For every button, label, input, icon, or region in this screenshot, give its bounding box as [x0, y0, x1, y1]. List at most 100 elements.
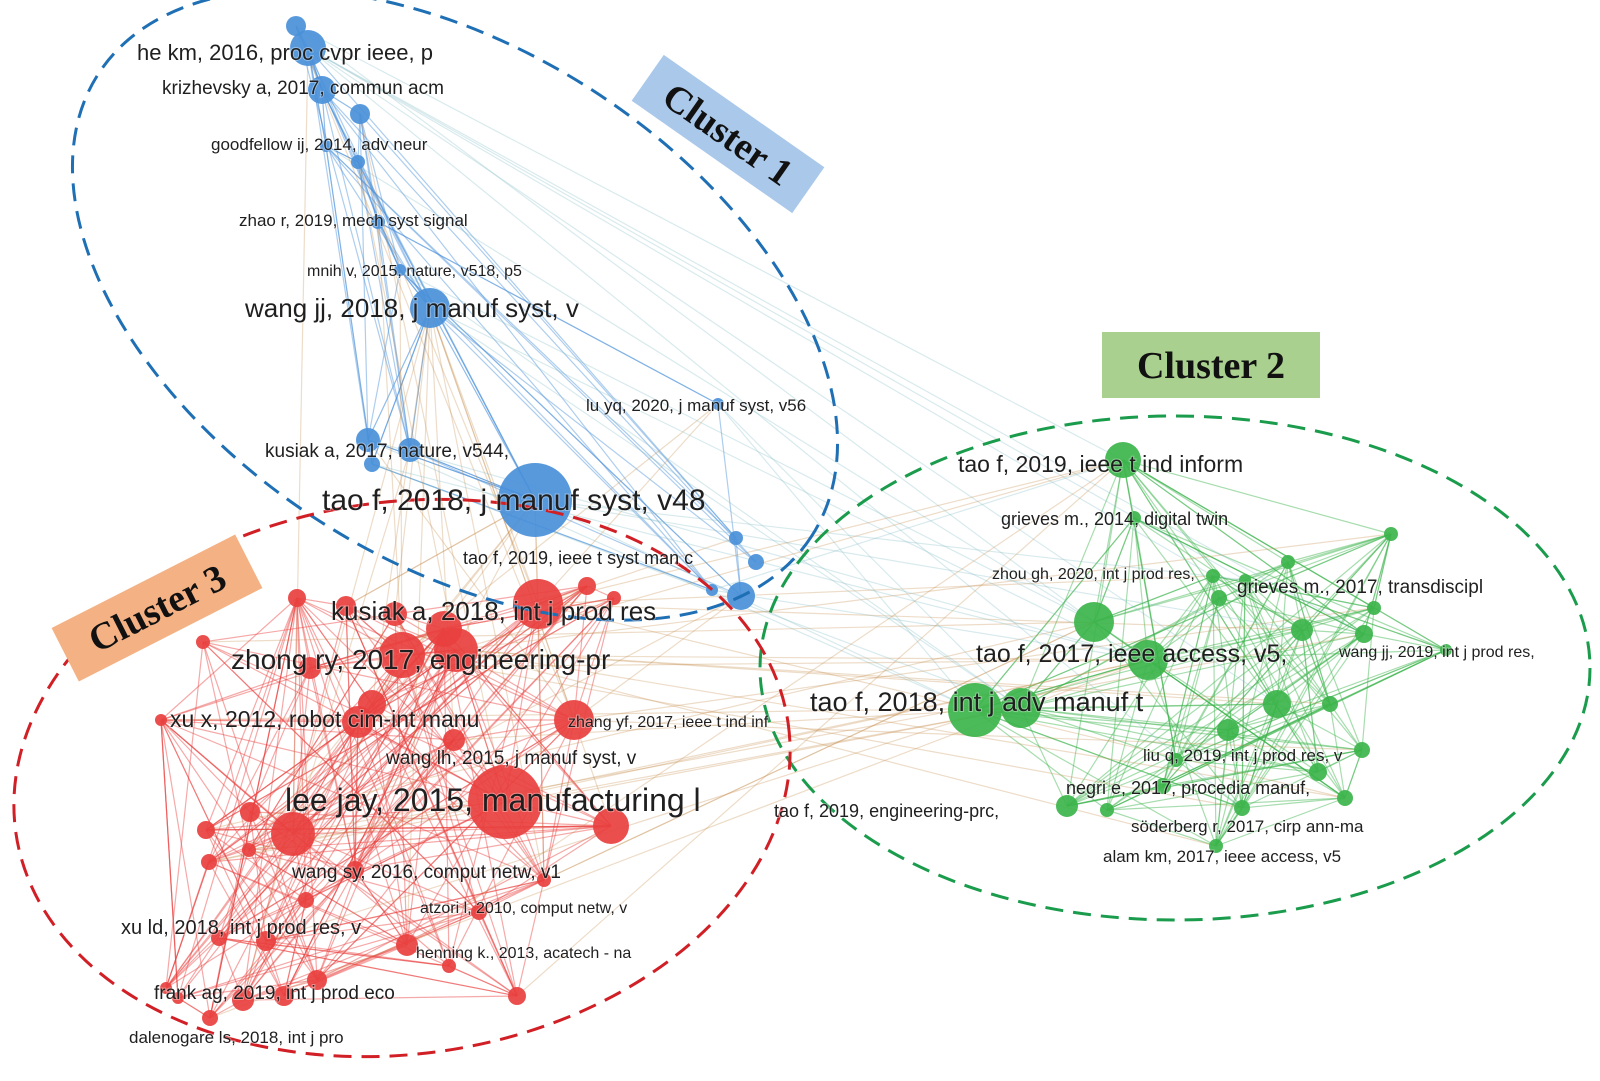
node-label: goodfellow ij, 2014, adv neur [211, 135, 428, 154]
publication-node[interactable] [1105, 442, 1141, 478]
publication-node[interactable] [172, 992, 184, 1004]
publication-node[interactable] [383, 602, 407, 626]
publication-node[interactable] [1217, 719, 1239, 741]
citation-link [218, 719, 575, 939]
publication-node[interactable] [211, 930, 227, 946]
publication-node[interactable] [1281, 555, 1295, 569]
publication-node[interactable] [471, 904, 487, 920]
citation-link [345, 605, 356, 871]
publication-node[interactable] [288, 589, 306, 607]
publication-node[interactable] [351, 155, 365, 169]
publication-node[interactable] [1440, 644, 1452, 656]
publication-node[interactable] [1263, 690, 1291, 718]
citation-link [1212, 575, 1217, 847]
publication-node[interactable] [1155, 778, 1171, 794]
publication-node[interactable] [286, 16, 306, 36]
publication-node[interactable] [498, 463, 572, 537]
publication-node[interactable] [242, 843, 256, 857]
publication-node[interactable] [307, 970, 327, 990]
publication-node[interactable] [202, 1010, 218, 1026]
publication-node[interactable] [1337, 790, 1353, 806]
citation-link [455, 649, 1346, 799]
publication-node[interactable] [371, 215, 385, 229]
publication-node[interactable] [410, 288, 450, 328]
publication-node[interactable] [394, 264, 406, 276]
publication-node[interactable] [358, 690, 386, 718]
node-label: atzori l, 2010, comput netw, v [420, 900, 627, 917]
publication-node[interactable] [434, 628, 478, 672]
publication-node[interactable] [1127, 511, 1141, 525]
publication-node[interactable] [1384, 527, 1398, 541]
publication-node[interactable] [1367, 601, 1381, 615]
citation-link [249, 811, 318, 981]
publication-node[interactable] [336, 596, 356, 616]
citation-link [325, 145, 713, 591]
publication-node[interactable] [1074, 602, 1114, 642]
publication-node[interactable] [350, 104, 370, 124]
publication-node[interactable] [443, 729, 465, 751]
publication-node[interactable] [271, 812, 315, 856]
citation-link [209, 597, 615, 1019]
citation-link [1020, 561, 1289, 709]
publication-node[interactable] [748, 554, 764, 570]
publication-node[interactable] [290, 30, 326, 66]
publication-node[interactable] [346, 861, 364, 879]
publication-node[interactable] [398, 438, 422, 462]
publication-node[interactable] [196, 635, 210, 649]
publication-node[interactable] [298, 892, 314, 908]
publication-node[interactable] [1056, 795, 1078, 817]
publication-node[interactable] [1211, 590, 1227, 606]
publication-node[interactable] [364, 456, 380, 472]
publication-node[interactable] [1209, 839, 1223, 853]
publication-node[interactable] [712, 398, 724, 410]
citation-link [537, 603, 1303, 631]
publication-node[interactable] [729, 531, 743, 545]
citation-link [295, 25, 431, 309]
publication-node[interactable] [1128, 640, 1168, 680]
publication-node[interactable] [201, 854, 217, 870]
publication-node[interactable] [1100, 803, 1114, 817]
node-label: tao f, 2018, int j adv manuf t [810, 687, 1144, 717]
publication-node[interactable] [1239, 574, 1251, 586]
publication-node[interactable] [593, 808, 629, 844]
publication-node[interactable] [232, 989, 254, 1011]
publication-node[interactable] [1001, 688, 1041, 728]
publication-node[interactable] [607, 591, 621, 605]
publication-node[interactable] [299, 657, 321, 679]
publication-node[interactable] [1322, 696, 1338, 712]
node-label: tao f, 2018, j manuf syst, v48 [322, 484, 706, 517]
publication-node[interactable] [240, 802, 260, 822]
publication-node[interactable] [1169, 753, 1183, 767]
citation-link [455, 649, 1217, 847]
citation-link [377, 221, 719, 405]
publication-node[interactable] [1206, 569, 1220, 583]
citation-link [1133, 517, 1177, 761]
publication-node[interactable] [513, 579, 563, 629]
publication-node[interactable] [578, 577, 596, 595]
publication-node[interactable] [554, 700, 594, 740]
publication-node[interactable] [379, 632, 425, 678]
publication-node[interactable] [537, 873, 551, 887]
publication-node[interactable] [356, 428, 380, 452]
publication-node[interactable] [160, 982, 172, 994]
publication-node[interactable] [197, 821, 215, 839]
citation-link [371, 307, 431, 465]
publication-node[interactable] [468, 765, 542, 839]
publication-node[interactable] [1355, 625, 1373, 643]
publication-node[interactable] [1291, 619, 1313, 641]
publication-node[interactable] [948, 683, 1002, 737]
publication-node[interactable] [396, 934, 418, 956]
citation-link [209, 899, 307, 1019]
publication-node[interactable] [320, 140, 332, 152]
publication-node[interactable] [274, 986, 294, 1006]
publication-node[interactable] [308, 76, 336, 104]
publication-node[interactable] [256, 931, 276, 951]
publication-node[interactable] [1234, 800, 1250, 816]
publication-node[interactable] [508, 987, 526, 1005]
publication-node[interactable] [1309, 763, 1327, 781]
publication-node[interactable] [442, 959, 456, 973]
publication-node[interactable] [1354, 742, 1370, 758]
publication-node[interactable] [155, 714, 167, 726]
citation-link [309, 628, 445, 669]
citation-link [371, 463, 1022, 709]
